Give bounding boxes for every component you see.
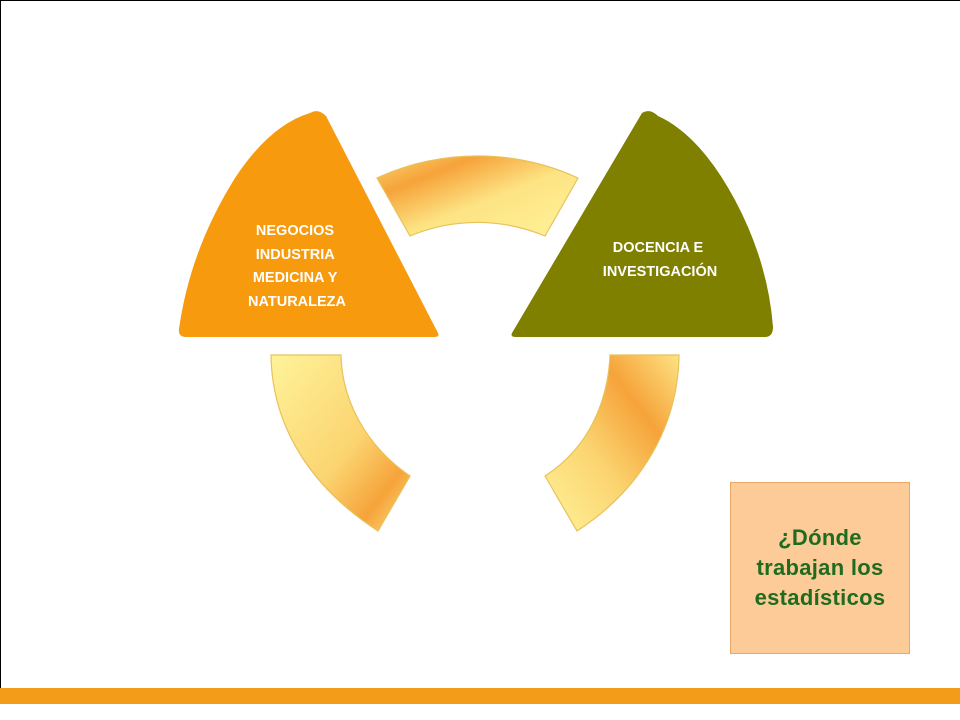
node-business-line-4: NATURALEZA — [248, 294, 347, 310]
connector-arc-left — [270, 354, 411, 532]
question-text: ¿Dónde trabajan los estadísticos — [731, 523, 909, 613]
node-teaching-line-2: INVESTIGACIÓN — [603, 262, 717, 280]
question-callout: ¿Dónde trabajan los estadísticos — [730, 482, 910, 654]
node-teaching-label: DOCENCIA E INVESTIGACIÓN — [603, 240, 717, 280]
question-line-1: ¿Dónde — [778, 525, 862, 550]
question-line-3: estadísticos — [754, 585, 886, 610]
slide-left-border — [0, 0, 1, 688]
connector-arc-top — [376, 155, 579, 237]
node-business-line-3: MEDICINA Y — [253, 270, 338, 286]
connector-arc-right — [544, 354, 680, 532]
question-line-2: trabajan los — [756, 555, 884, 580]
node-business-label: NEGOCIOS INDUSTRIA MEDICINA Y NATURALEZA — [248, 223, 347, 310]
bottom-accent-bar — [0, 688, 960, 704]
node-business-line-1: NEGOCIOS — [256, 223, 334, 239]
node-business-line-2: INDUSTRIA — [256, 247, 335, 263]
node-business-shape — [178, 111, 439, 337]
node-teaching-shape — [511, 111, 773, 337]
node-teaching-line-1: DOCENCIA E — [613, 240, 704, 256]
slide-top-border — [0, 0, 960, 1]
